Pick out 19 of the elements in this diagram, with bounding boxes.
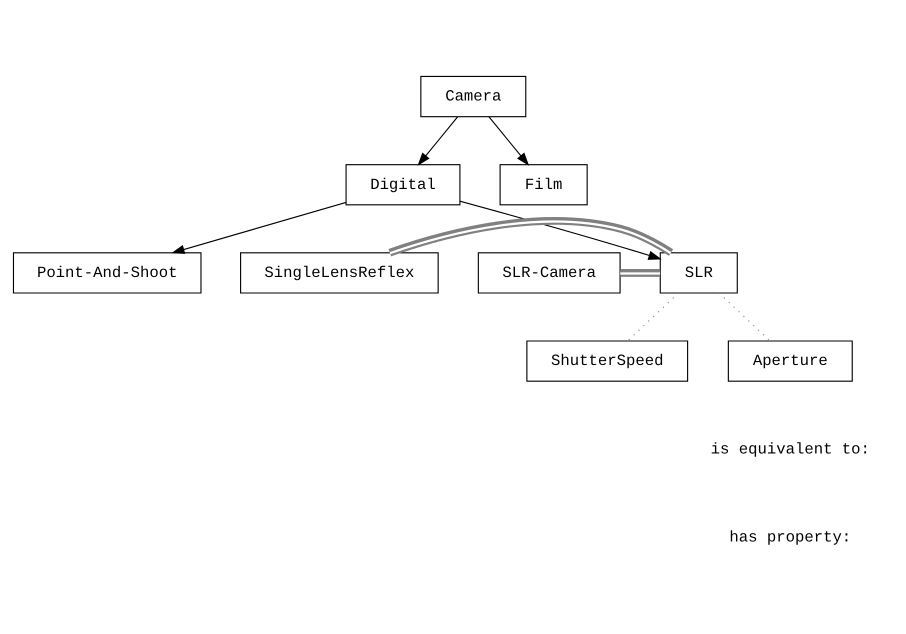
legend-label: has property: — [728, 528, 851, 547]
connector — [620, 269, 660, 277]
connector — [626, 292, 678, 342]
arrow — [488, 116, 529, 166]
node-box: SLR-Camera — [477, 252, 620, 294]
node-box: Camera — [420, 76, 526, 118]
connector — [718, 292, 770, 342]
node-box: SLR — [659, 252, 738, 294]
node-box: SingleLensReflex — [240, 252, 438, 294]
connector — [388, 217, 673, 256]
arrow — [170, 202, 346, 254]
legend-label: is equivalent to: — [710, 440, 870, 458]
node-box: Aperture — [727, 340, 852, 382]
node-box: Film — [499, 164, 588, 206]
node-box: Digital — [345, 164, 460, 206]
node-box: Point-And-Shoot — [12, 252, 202, 294]
node-box: ShutterSpeed — [526, 340, 688, 382]
arrow — [460, 200, 662, 260]
arrow — [416, 116, 458, 166]
